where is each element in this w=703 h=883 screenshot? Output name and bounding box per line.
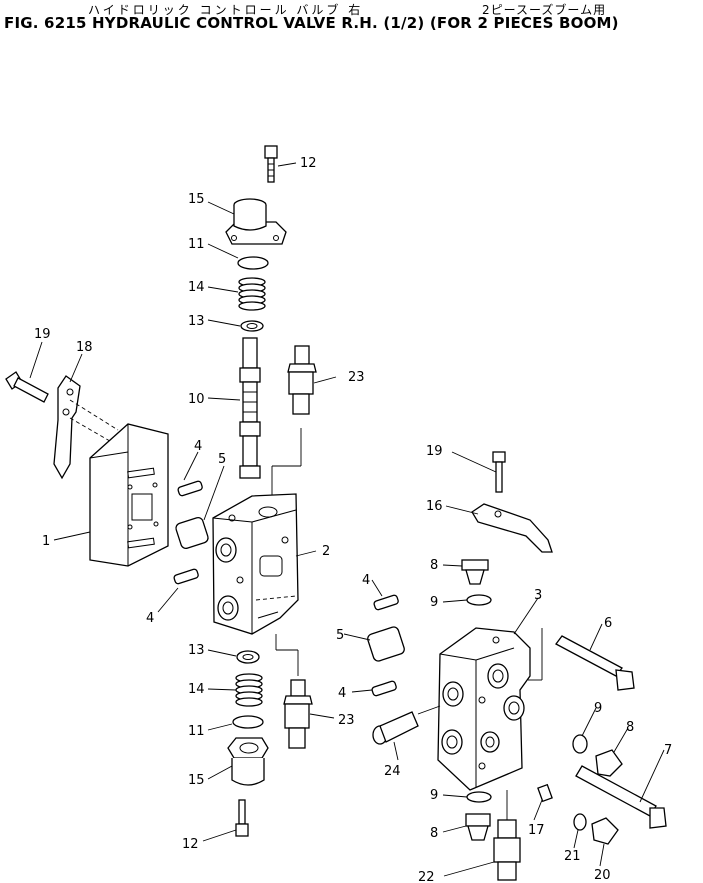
part-spring-seat: [240, 320, 264, 332]
part-bolt-top: [264, 145, 278, 183]
callout-13: 13: [188, 314, 205, 329]
part-o-ring-21: [573, 813, 587, 831]
part-cap-lower: [227, 737, 269, 786]
callout-11: 11: [188, 724, 205, 739]
figure-title-japanese: ハイドロリック コントロール バルブ 右: [88, 3, 364, 17]
part-plug-upper: [461, 559, 489, 585]
callout-12: 12: [300, 156, 317, 171]
callout-6: 6: [604, 616, 612, 631]
part-bolt-right: [492, 451, 506, 493]
part-o-ring: [237, 256, 269, 270]
part-gasket-large: [175, 516, 209, 550]
part-gasket-small: [177, 480, 203, 497]
part-plug-lower: [465, 813, 491, 841]
callout-9: 9: [594, 701, 602, 716]
callout-9: 9: [430, 595, 438, 610]
part-fitting-24: [372, 705, 441, 745]
part-gaskets-right: [367, 594, 405, 697]
callout-18: 18: [76, 340, 93, 355]
part-o-ring-lower-right: [466, 791, 492, 803]
callout-5: 5: [336, 628, 344, 643]
leader-lines: [29, 162, 665, 877]
figure-title: FIG. 6215 HYDRAULIC CONTROL VALVE R.H. (…: [4, 14, 619, 32]
callout-17: 17: [528, 823, 545, 838]
part-long-bolt-7: [575, 765, 667, 829]
callout-14: 14: [188, 280, 205, 295]
callout-9: 9: [430, 788, 438, 803]
callout-23: 23: [348, 370, 365, 385]
part-plug-right: [595, 749, 623, 777]
part-spring-seat-lower: [236, 650, 260, 664]
callout-2: 2: [322, 544, 330, 559]
callout-19: 19: [34, 327, 51, 342]
callout-labels: 12 15 11 14 13 10 23 19 18 4 5 1 2 4 13 …: [34, 156, 672, 883]
part-valve-body-left: [212, 493, 299, 635]
callout-19: 19: [426, 444, 443, 459]
callout-16: 16: [426, 499, 443, 514]
callout-11: 11: [188, 237, 205, 252]
callout-8: 8: [430, 826, 438, 841]
callout-12: 12: [182, 837, 199, 852]
part-small-plug-17: [537, 783, 553, 803]
part-o-ring-right: [572, 734, 588, 754]
part-spring: [238, 277, 266, 311]
callout-1: 1: [42, 534, 50, 549]
part-valve-body-right: [437, 627, 531, 791]
callout-5: 5: [218, 452, 226, 467]
callout-15: 15: [188, 773, 205, 788]
callout-21: 21: [564, 849, 581, 864]
part-plug-20: [591, 817, 619, 845]
part-bolt-left: [5, 371, 49, 403]
part-long-bolt-6: [555, 635, 635, 691]
part-cap-top: [225, 198, 287, 245]
callout-4: 4: [362, 573, 370, 588]
callout-14: 14: [188, 682, 205, 697]
part-end-block: [89, 423, 169, 567]
part-relief-valve-top: [271, 345, 317, 495]
callout-8: 8: [430, 558, 438, 573]
part-bracket-left: [53, 375, 123, 480]
callout-3: 3: [534, 588, 542, 603]
callout-8: 8: [626, 720, 634, 735]
part-gasket-small: [173, 568, 199, 585]
part-spring-lower: [235, 673, 263, 707]
part-relief-valve-lower: [283, 679, 313, 749]
figure-subtitle-japanese: 2ピースーズブーム用: [482, 3, 607, 17]
part-check-valve-22: [493, 790, 521, 881]
part-o-ring-lower: [232, 715, 264, 729]
callout-10: 10: [188, 392, 205, 407]
callout-7: 7: [664, 743, 672, 758]
callout-15: 15: [188, 192, 205, 207]
part-o-ring-upper-right: [466, 594, 492, 606]
callout-4: 4: [194, 439, 202, 454]
callout-20: 20: [594, 868, 611, 883]
callout-4: 4: [146, 611, 154, 626]
callout-24: 24: [384, 764, 401, 779]
part-bracket-right: [471, 503, 553, 553]
callout-13: 13: [188, 643, 205, 658]
part-spool: [239, 337, 261, 479]
callout-22: 22: [418, 870, 435, 883]
callout-4: 4: [338, 686, 346, 701]
part-bolt-lower: [235, 799, 249, 837]
callout-23: 23: [338, 713, 355, 728]
